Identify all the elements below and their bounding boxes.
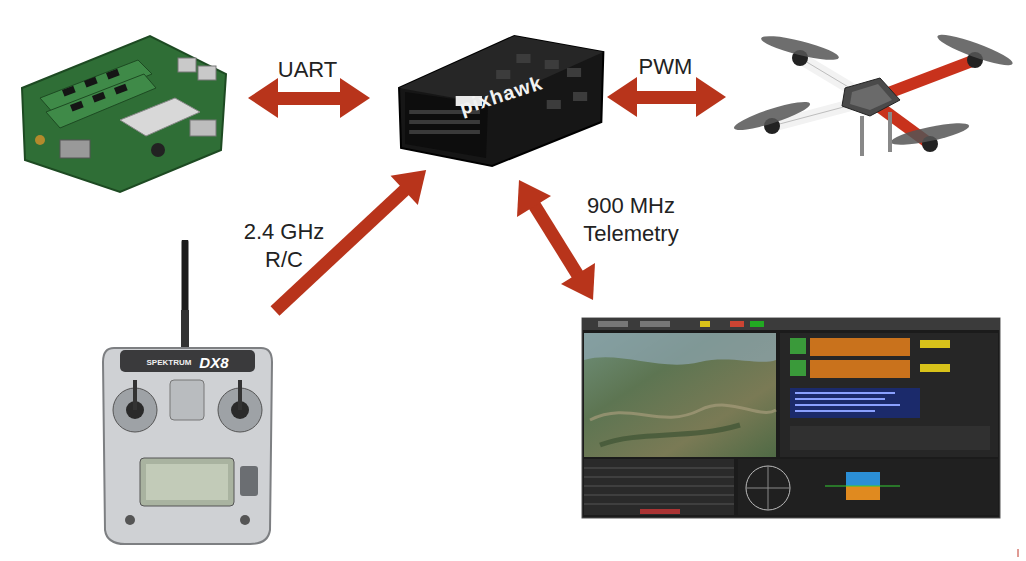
telemetry-arrow: [517, 180, 595, 300]
transmitter-body: [100, 240, 275, 545]
link-label: 2.4 GHz R/C: [244, 219, 325, 272]
logo-row: SPEKTRUM DX8: [100, 240, 275, 371]
model-name: DX8: [199, 354, 228, 371]
pwm-arrow: [607, 77, 726, 117]
brand-name: SPEKTRUM: [146, 358, 191, 367]
signal-label: 900 MHz Telemetry: [583, 193, 678, 246]
label-box: UART: [250, 56, 365, 84]
quadcopter: [732, 30, 1015, 156]
ground-station: [582, 318, 1000, 518]
label-box: 2.4 GHz R/C: [238, 218, 330, 274]
flight-controller: pixhawk: [395, 30, 607, 170]
signal-label: PWM: [639, 54, 693, 79]
arrow-head: [391, 170, 427, 205]
signal-label: UART: [278, 57, 338, 82]
label-box: PWM: [608, 53, 723, 81]
label-box: 900 MHz Telemetry: [570, 192, 692, 248]
uart-arrow: [248, 78, 370, 118]
rc-transmitter: SPEKTRUM DX8: [100, 240, 275, 545]
slide-mark: [1018, 549, 1019, 557]
computer-board: [22, 36, 226, 192]
